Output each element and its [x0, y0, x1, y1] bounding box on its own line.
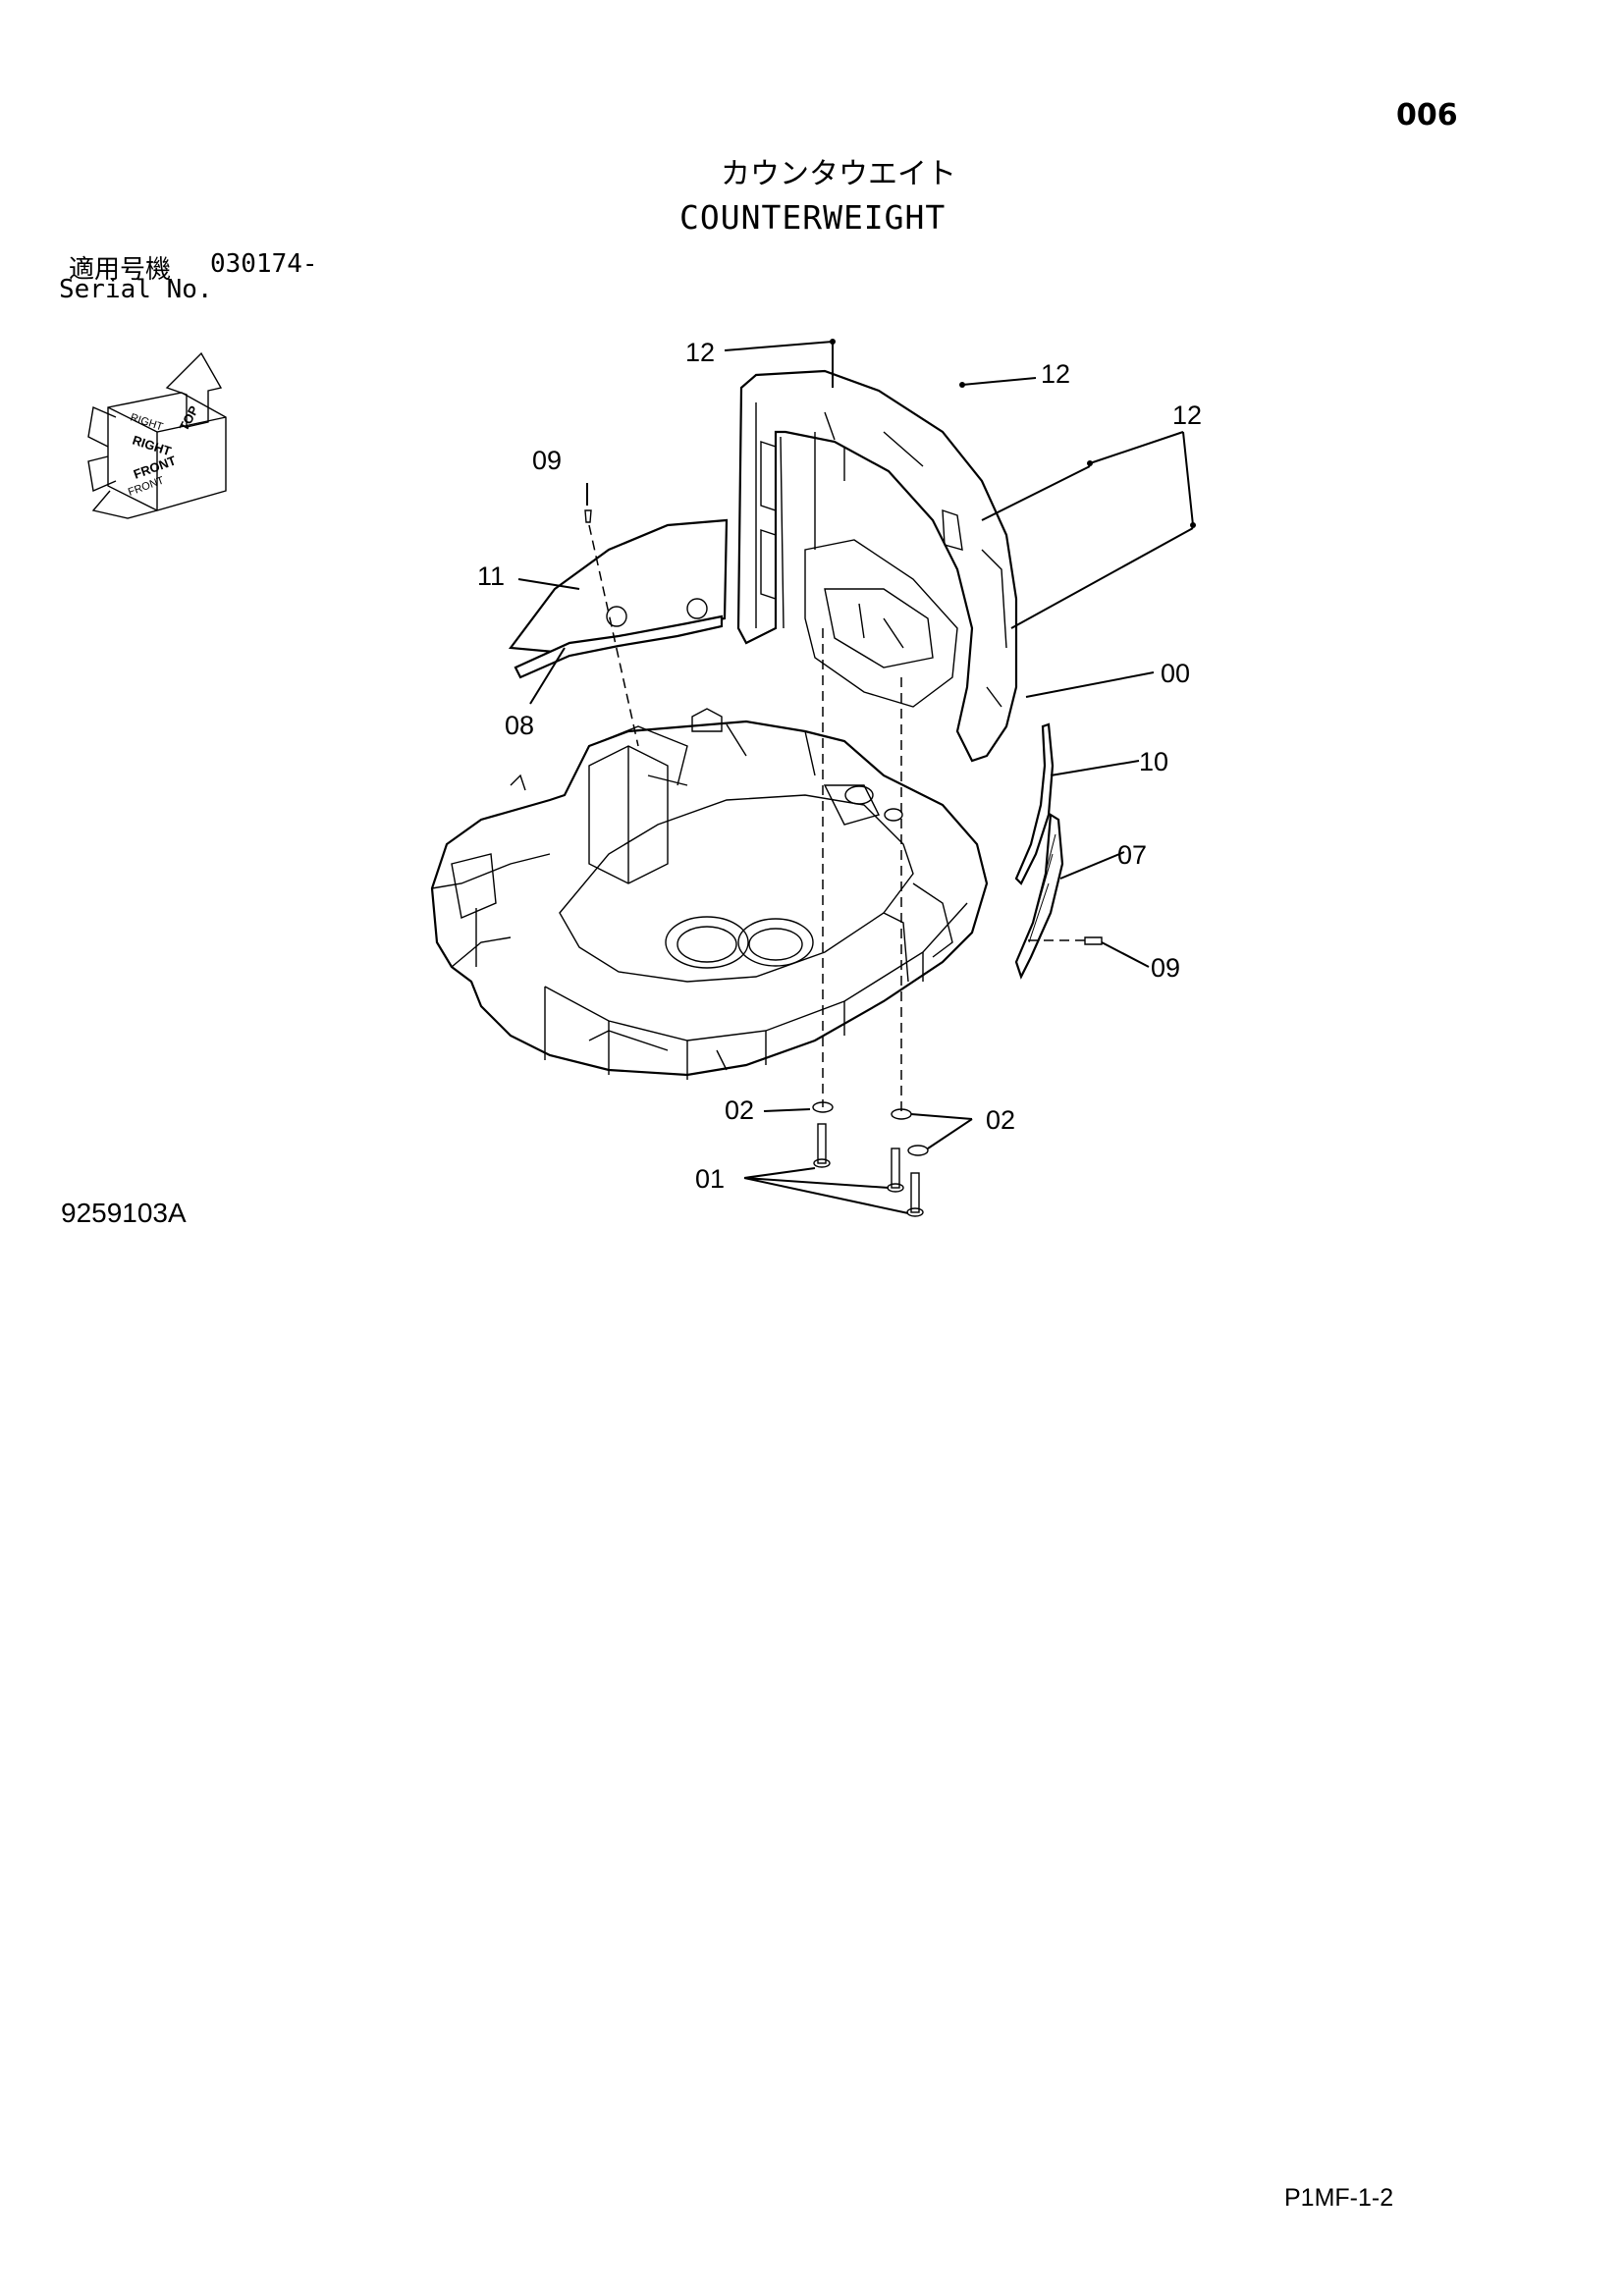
- callout-02-right: 02: [986, 1105, 1015, 1135]
- bolt-01-c: [910, 1172, 920, 1213]
- callout-01: 01: [695, 1164, 725, 1194]
- callout-10: 10: [1139, 747, 1168, 776]
- drawing-number: 9259103A: [61, 1198, 187, 1228]
- screw-09-top: [584, 509, 592, 523]
- assembly-dashed-lines: [588, 524, 1085, 1114]
- counterweight-part-00: [736, 369, 1018, 763]
- washer-02-right: [907, 1145, 929, 1156]
- orientation-cube-icon: TOP RIGHT FRONT RIGHT FRONT: [87, 351, 227, 519]
- page-number: 006: [1396, 98, 1458, 133]
- callout-08: 08: [505, 711, 534, 740]
- leader-lines: [517, 339, 1196, 1214]
- serial-label-japanese: 適用号機: [69, 255, 172, 285]
- serial-label-english: Serial No.: [59, 275, 213, 304]
- page-code: P1MF-1-2: [1284, 2184, 1394, 2212]
- callout-11: 11: [477, 561, 505, 591]
- orientation-label-right-mirror: RIGHT: [129, 411, 165, 433]
- callout-labels: 12 12 12 09 11 08 00 10 07 09 02 02 01: [477, 338, 1202, 1194]
- callout-12-top: 12: [685, 338, 715, 367]
- callout-12-right: 12: [1172, 400, 1202, 430]
- bolt-01-b: [891, 1148, 900, 1189]
- plate-part-08: [514, 614, 724, 679]
- callout-12-middle: 12: [1041, 359, 1070, 389]
- title-english: COUNTERWEIGHT: [679, 198, 947, 237]
- screw-09-right: [1084, 936, 1103, 945]
- bolt-01-a: [817, 1123, 827, 1164]
- orientation-label-top: TOP: [176, 403, 201, 434]
- upper-frame-assembly: [430, 708, 989, 1080]
- callout-09-top: 09: [532, 446, 562, 475]
- bolt-and-washer-group: [584, 509, 1103, 1217]
- plate-part-07: [1014, 813, 1064, 980]
- strip-part-10: [1014, 722, 1055, 885]
- callout-00: 00: [1161, 659, 1190, 688]
- callout-02-left: 02: [725, 1095, 754, 1125]
- callout-07: 07: [1117, 840, 1147, 870]
- serial-number: 030174-: [210, 249, 318, 279]
- title-japanese: カウンタウエイト: [721, 157, 956, 191]
- callout-09-right: 09: [1151, 953, 1180, 983]
